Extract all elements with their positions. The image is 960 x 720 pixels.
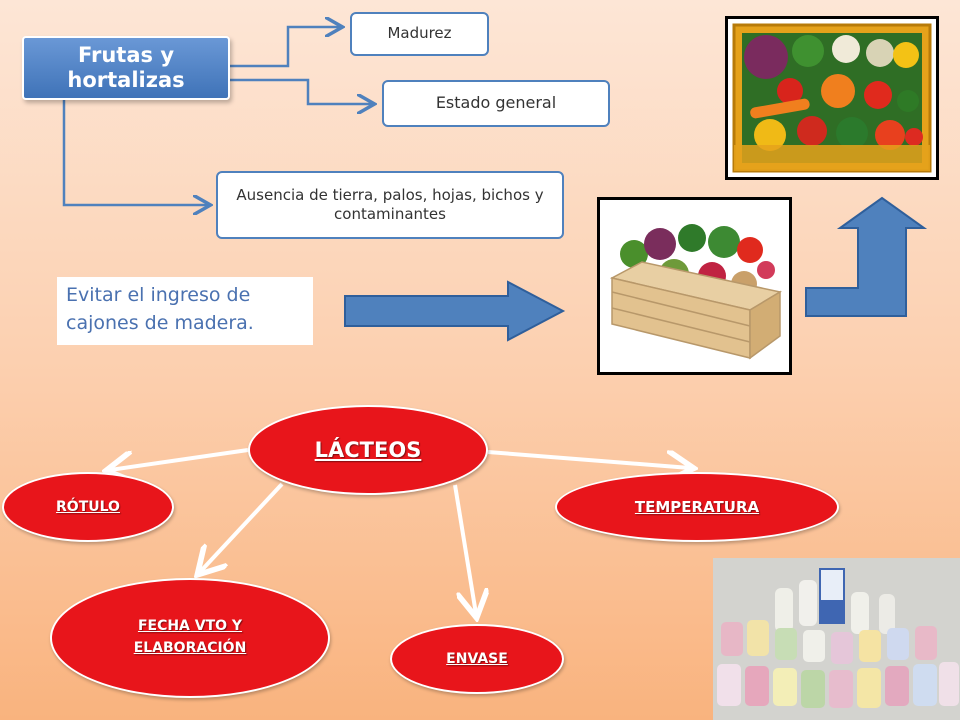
lacteos-ellipse: LÁCTEOS (248, 405, 488, 495)
temperatura-label: TEMPERATURA (634, 498, 760, 516)
temperatura-ellipse: TEMPERATURA (555, 472, 839, 542)
frutas-hortalizas-title: Frutas y hortalizas (67, 42, 185, 92)
madurez-box: Madurez (350, 12, 489, 56)
dairy-products-image (713, 558, 960, 720)
madurez-label: Madurez (387, 24, 452, 43)
note-text: Evitar el ingreso de cajones de madera. (66, 284, 254, 334)
frutas-hortalizas-box: Frutas y hortalizas (22, 36, 230, 100)
connector-estado-general (230, 78, 372, 104)
arrow-to-rotulo (110, 448, 249, 470)
lacteos-title: LÁCTEOS (314, 438, 422, 462)
ausencia-box: Ausencia de tierra, palos, hojas, bichos… (216, 171, 564, 239)
ausencia-label: Ausencia de tierra, palos, hojas, bichos… (236, 185, 544, 224)
envase-ellipse: ENVASE (390, 624, 564, 694)
fecha-label: FECHA VTO Y ELABORACIÓN (133, 618, 247, 656)
block-arrow-bent-up (805, 196, 928, 317)
block-arrow-right (344, 280, 566, 342)
vegetable-crate-plastic-image (725, 16, 939, 180)
arrow-to-fecha (200, 482, 284, 572)
connector-madurez (230, 27, 340, 68)
arrow-to-envase (453, 484, 476, 614)
vegetable-crate-wooden-image (597, 197, 792, 375)
arrow-to-temperatura (487, 450, 690, 468)
rotulo-ellipse: RÓTULO (2, 472, 174, 542)
rotulo-label: RÓTULO (56, 499, 120, 515)
estado-general-label: Estado general (435, 93, 557, 113)
fecha-ellipse: FECHA VTO Y ELABORACIÓN (50, 578, 330, 698)
note-cajones-madera: Evitar el ingreso de cajones de madera. (57, 277, 313, 345)
envase-label: ENVASE (446, 651, 508, 667)
connector-ausencia (62, 100, 208, 205)
estado-general-box: Estado general (382, 80, 610, 127)
